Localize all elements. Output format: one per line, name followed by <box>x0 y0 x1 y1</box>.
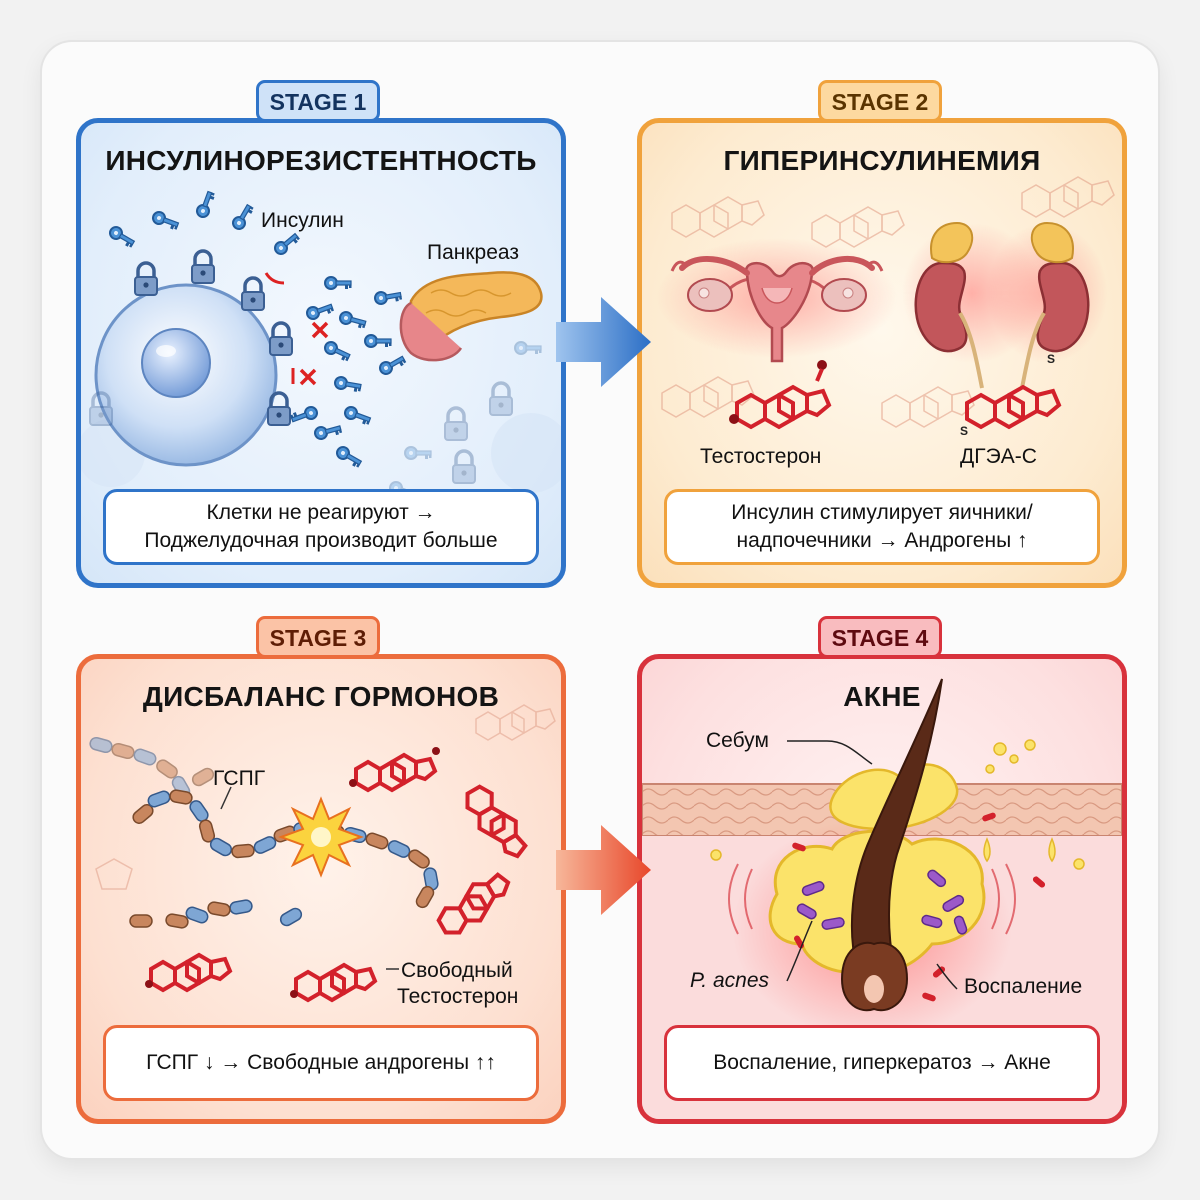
stage-2-caption-line-2: надпочечники → Андрогены ↑ <box>736 529 1028 552</box>
stage-3-caption: ГСПГ ↓ → Свободные андрогены ↑↑ <box>103 1025 539 1101</box>
stage-2-panel: ГИПЕРИНСУЛИНЕМИЯ <box>637 118 1127 588</box>
stage-3-panel: ДИСБАЛАНС ГОРМОНОВ <box>76 654 566 1124</box>
kidney-icon <box>914 221 1090 389</box>
stage-3-illustration <box>88 704 556 1002</box>
stage-1-caption: Клетки не реагируют → Поджелудочная произ… <box>103 489 539 565</box>
stage-4-tag: STAGE 4 <box>818 616 942 658</box>
inflammation-label: Воспаление <box>964 975 1083 998</box>
burst-icon <box>278 796 364 878</box>
bacteria-icon <box>796 869 968 935</box>
stage-2-title: ГИПЕРИНСУЛИНЕМИЯ <box>723 145 1041 176</box>
stage-4-title: АКНЕ <box>843 681 921 712</box>
p-acnes-label: P. acnes <box>690 969 770 992</box>
stage-1-tag: STAGE 1 <box>256 80 380 122</box>
arrow-right-icon <box>556 825 651 915</box>
pancreas-label: Панкреаз <box>427 241 519 264</box>
ovary-icon <box>670 255 884 363</box>
free-testosterone-label-line-2: Тестостерон <box>397 985 519 1008</box>
hair-follicle-icon <box>840 678 943 1012</box>
stage-1-caption-line-2: Поджелудочная производит больше <box>144 529 498 552</box>
stage-1-panel: ИНСУЛИНОРЕЗИСТЕНТНОСТЬ <box>76 118 566 588</box>
shbg-label: ГСПГ <box>213 767 266 790</box>
stage-3-tag: STAGE 3 <box>256 616 380 658</box>
shbg-chain <box>129 788 440 930</box>
svg-text:S: S <box>1047 352 1055 366</box>
stage-4-caption-line-1: Воспаление, гиперкератоз → Акне <box>713 1050 1051 1074</box>
steroid-molecule-icon <box>735 385 831 429</box>
arrow-right-icon <box>556 297 651 387</box>
sebum-label: Себум <box>706 729 769 752</box>
free-testosterone-label-line-1: Свободный <box>401 959 513 982</box>
stage-2-caption: Инсулин стимулирует яичники/надпочечники… <box>664 489 1100 565</box>
dhea-s-label: ДГЭА-С <box>960 445 1037 468</box>
stage-2-caption-line-1: Инсулин стимулирует яичники/ <box>731 500 1033 524</box>
stage-1-caption-line-1: Клетки не реагируют → <box>206 500 436 524</box>
pancreas-icon <box>399 271 543 362</box>
stage-1-title: ИНСУЛИНОРЕЗИСТЕНТНОСТЬ <box>105 145 537 176</box>
stage-2-illustration: S S <box>657 176 1115 438</box>
stage-3-caption-line-1: ГСПГ ↓ → Свободные андрогены ↑↑ <box>146 1050 496 1074</box>
stage-1-illustration <box>81 188 561 502</box>
stage-4-panel: АКНЕ <box>637 654 1127 1124</box>
stage-3-title: ДИСБАЛАНС ГОРМОНОВ <box>142 681 500 712</box>
testosterone-label: Тестостерон <box>700 445 822 468</box>
stage-2-tag: STAGE 2 <box>818 80 942 122</box>
svg-text:S: S <box>960 424 968 438</box>
insulin-label: Инсулин <box>261 209 344 232</box>
stage-4-caption: Воспаление, гиперкератоз → Акне <box>664 1025 1100 1101</box>
